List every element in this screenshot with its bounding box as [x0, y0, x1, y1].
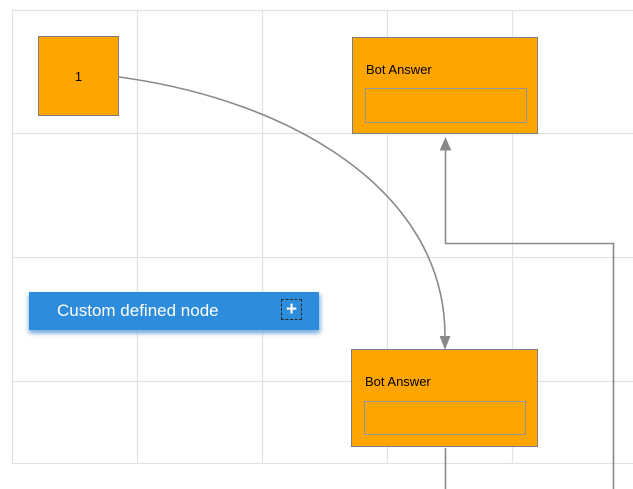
start-node[interactable]: 1 [38, 36, 119, 116]
node-title: Bot Answer [365, 374, 431, 389]
bot-answer-node-bottom[interactable]: Bot Answer [351, 349, 538, 447]
arrowhead-up-icon [439, 137, 452, 151]
link-ortho-bottom-to-top[interactable] [439, 137, 615, 489]
plus-icon[interactable]: + [281, 299, 302, 320]
bot-answer-node-top[interactable]: Bot Answer [352, 37, 538, 134]
start-node-label: 1 [74, 68, 83, 84]
arrowhead-down-icon [439, 336, 451, 350]
node-title: Bot Answer [366, 62, 432, 77]
link-curve-start-to-bottom[interactable] [118, 76, 451, 350]
custom-defined-node[interactable]: Custom defined node + [29, 292, 319, 330]
custom-node-label: Custom defined node [57, 301, 219, 320]
link-ortho-segment-upper [444, 150, 615, 489]
link-curve-path [118, 76, 446, 337]
bot-answer-input[interactable] [364, 401, 526, 435]
bot-answer-input[interactable] [365, 88, 527, 123]
